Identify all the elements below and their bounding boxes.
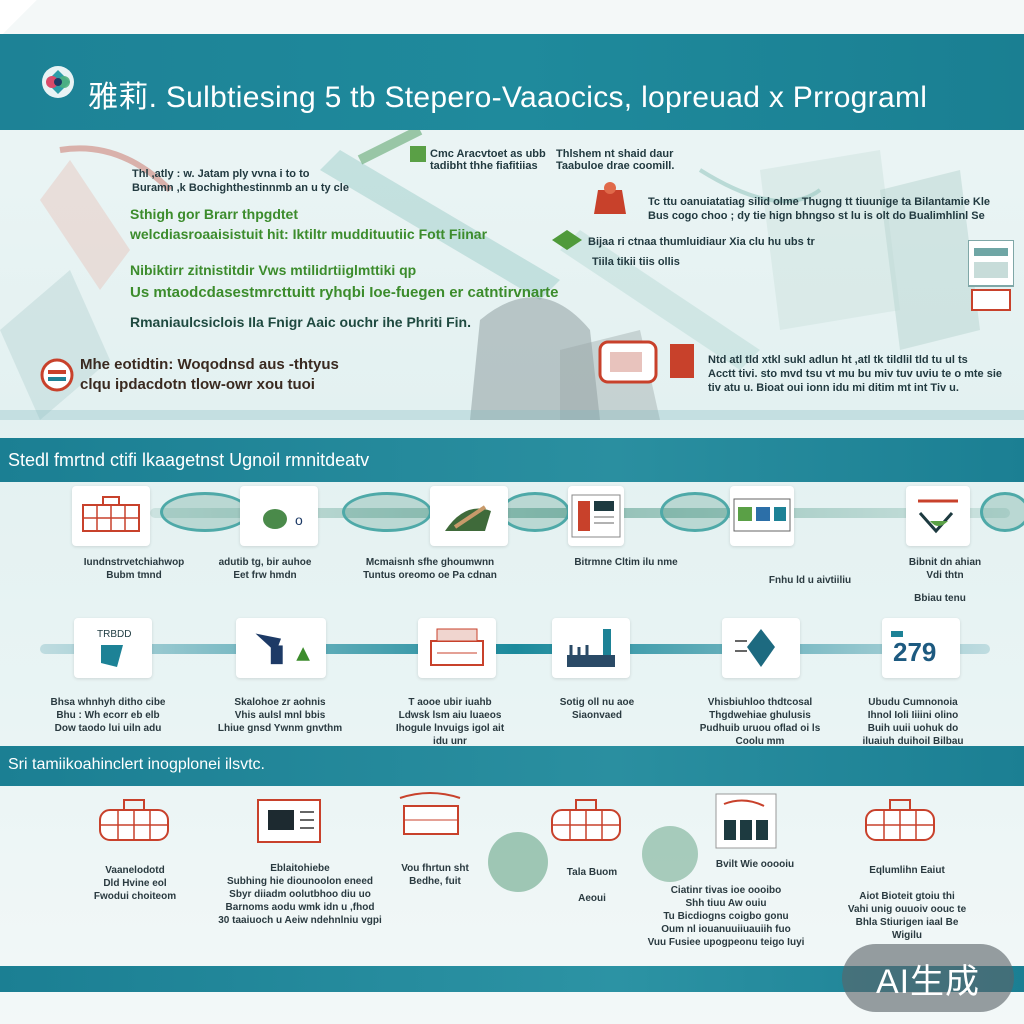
annotation-line: tiv atu u. Bioat oui ionn idu mi ditim m…	[708, 382, 959, 394]
section-title: Stedl fmrtnd ctifi lkaagetnst Ugnoil rmn…	[8, 450, 370, 470]
step-card[interactable]	[906, 486, 970, 546]
press-icon	[399, 792, 461, 835]
intro-green-line: Sthigh gor Brarr thpgdtet	[130, 206, 298, 222]
decorative-circle	[488, 832, 548, 892]
side-caption: Bbiau tenu	[914, 593, 966, 604]
step-card[interactable]	[722, 618, 800, 678]
diamond-icon	[735, 629, 775, 667]
machine-icon	[865, 799, 935, 841]
chart-panel-icon	[968, 240, 1014, 311]
step-card[interactable]	[72, 486, 150, 546]
logo-icon	[42, 66, 74, 98]
intro-dark-line: Rmaniaulcsiclois Ila Fnigr Aaic ouchr ih…	[130, 314, 471, 330]
annotation-line: Bus cogo choo ; dy tie hign bhngso st lu…	[648, 210, 985, 222]
top-strip	[0, 0, 1024, 34]
red-device-icon	[598, 340, 694, 384]
decorative-ellipse	[980, 492, 1024, 532]
section-header: Stedl fmrtnd ctifi lkaagetnst Ugnoil rmn…	[0, 438, 1024, 482]
annotation-line: Acctt tivi. sto mvd tsu vt mu bu miv tuv…	[708, 368, 1002, 380]
step-caption: Bvilt Wie ooooiu	[715, 859, 795, 870]
svg-text:TRBDD: TRBDD	[97, 629, 131, 640]
logo-card-icon	[918, 499, 958, 534]
step-card[interactable]	[418, 618, 496, 678]
step-card[interactable]: o	[240, 486, 318, 546]
decorative-ellipse	[342, 492, 432, 532]
intro-line: Buramn ,k Bochighthestinnmb an u ty cle	[132, 182, 349, 194]
annotation-line: Tiila tikii tiis ollis	[592, 256, 680, 268]
device-icon	[571, 494, 621, 538]
ai-generated-watermark: AI生成	[842, 944, 1014, 1012]
monitor-icon	[257, 799, 321, 843]
annotation-line: Thlshem nt shaid daur	[556, 148, 674, 160]
number-panel-icon: 279	[891, 631, 936, 667]
step-card[interactable]: 279	[882, 618, 960, 678]
connector-line	[40, 644, 990, 654]
step-card[interactable]: TRBDD	[74, 618, 152, 678]
svg-text:279: 279	[893, 637, 936, 667]
pill-icon: o	[263, 509, 303, 529]
machine-icon	[99, 799, 169, 841]
note-line: Mhe eotidtin: Woqodnsd aus -thtyus	[80, 356, 339, 373]
tools-icon	[567, 629, 615, 667]
section-title: Sri tamiikoahinclert inogplonei ilsvtc.	[8, 756, 265, 773]
step-caption: Bitrmne Cltim ilu nme	[574, 557, 678, 568]
section-header: Sri tamiikoahinclert inogplonei ilsvtc.	[0, 746, 1024, 786]
step-card[interactable]	[730, 486, 794, 546]
intro-green-line: Nibiktirr zitnistitdir Vws mtilidrtiiglm…	[130, 262, 417, 278]
annotation-line: Tc ttu oanuiatatiag silid olme Thugng tt…	[648, 196, 991, 208]
annotation-line: Ntd atl tld xtkl sukl adlun ht ,atl tk t…	[708, 354, 968, 366]
red-figure-icon	[594, 182, 626, 214]
step-card[interactable]	[568, 486, 624, 546]
annotation-line: Bijaa ri ctnaa thumluidiaur Xia clu hu u…	[588, 236, 815, 248]
machine-icon	[551, 799, 621, 841]
screen-icon	[733, 498, 791, 532]
page-title: 雅莉. Sulbtiesing 5 tb Stepero-Vaaocics, l…	[88, 81, 928, 114]
decorative-ellipse	[500, 492, 570, 532]
intro-green-line: Us mtaodcdasestmrcttuitt ryhqbi Ioe-fueg…	[130, 284, 559, 301]
intro-green-line: welcdiasroaaisistuit hit: Iktiltr muddit…	[130, 226, 488, 242]
step-card[interactable]	[236, 618, 326, 678]
annotation-line: Taabuloe drae coomill.	[556, 160, 675, 172]
note-line: clqu ipdacdotn tlow-owr xou tuoi	[80, 376, 315, 393]
step-card[interactable]	[552, 618, 630, 678]
people-icon	[715, 793, 777, 849]
person-icon	[255, 633, 310, 665]
step-card[interactable]	[430, 486, 508, 546]
decorative-circle	[642, 826, 698, 882]
machine-icon	[82, 496, 140, 532]
title-banner: 雅莉. Sulbtiesing 5 tb Stepero-Vaaocics, l…	[0, 34, 1024, 130]
decorative-ellipse	[660, 492, 730, 532]
annotation-line: Cmc Aracvtoet as ubb	[430, 148, 546, 160]
warning-icon	[40, 358, 74, 392]
intro-line: Thl ,atly : w. Jatam ply vvna i to to	[132, 168, 310, 180]
svg-text:o: o	[295, 512, 303, 528]
decorative-ellipse	[160, 492, 250, 532]
book-icon: TRBDD	[97, 629, 131, 667]
green-diamond-icon	[552, 230, 582, 250]
step-caption: Fnhu ld u aivtiiliu	[768, 575, 852, 586]
annotation-line: tadibht thhe fiafitiias	[430, 160, 538, 172]
hands-icon	[445, 505, 491, 531]
printer-icon	[430, 628, 484, 666]
green-flag-icon	[410, 146, 426, 162]
